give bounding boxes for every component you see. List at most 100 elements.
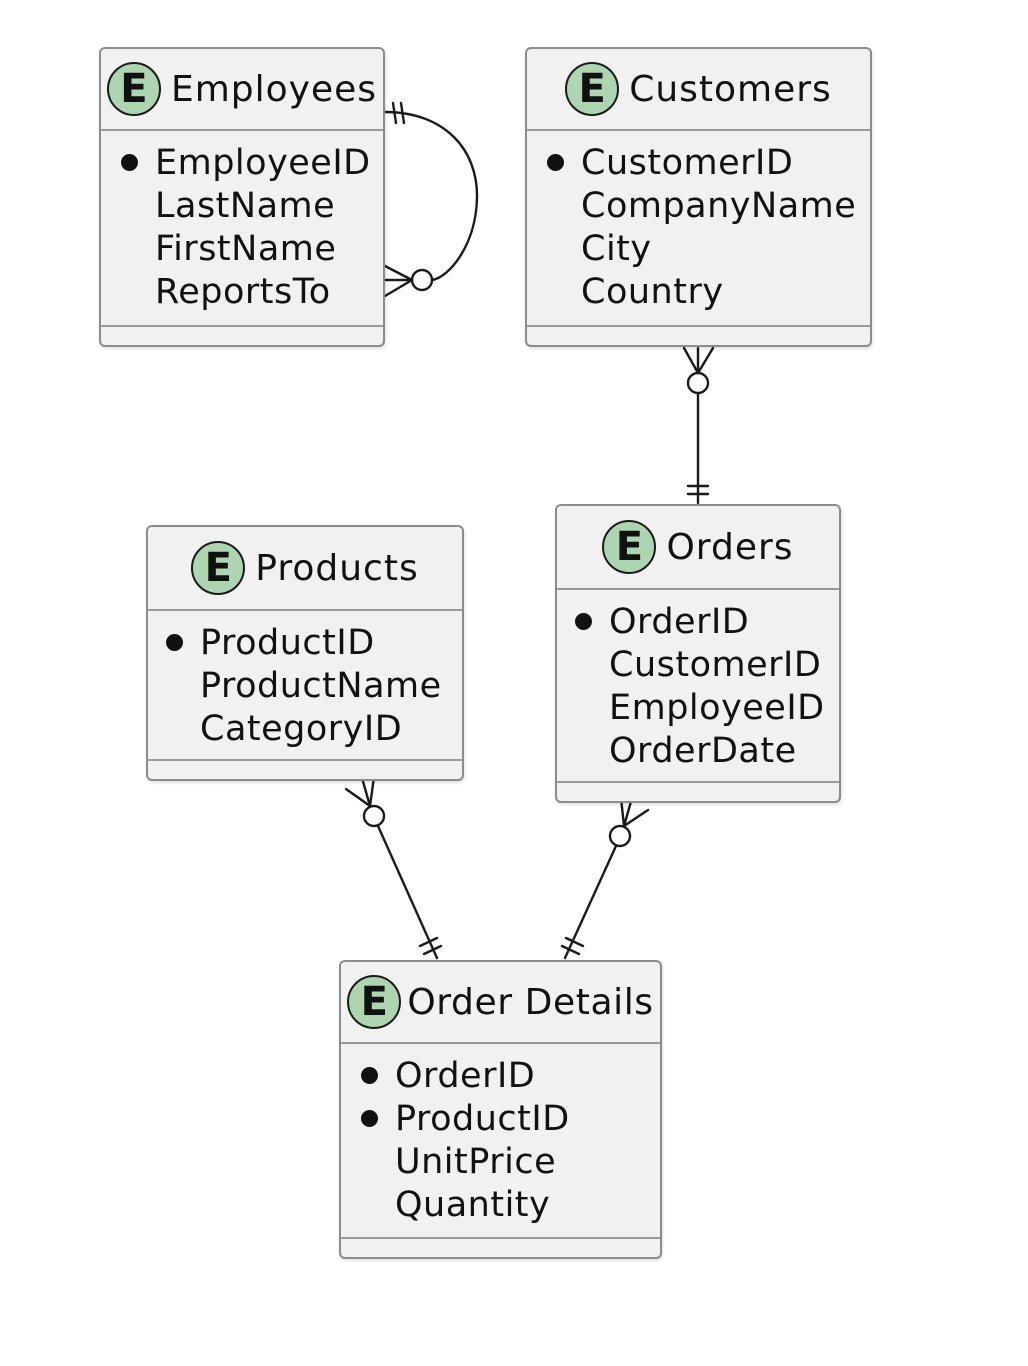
entity-header: E Employees — [101, 49, 383, 131]
entity-footer-divider — [557, 781, 839, 783]
entity-badge-icon: E — [602, 520, 657, 574]
attribute-row: CustomerID — [575, 643, 831, 686]
attribute-row: Quantity — [361, 1183, 652, 1226]
exactly-one-marker — [564, 936, 585, 948]
entity-title: Employees — [170, 68, 378, 110]
attribute-name: ProductID — [395, 1098, 570, 1139]
entity-header: E Products — [148, 527, 462, 611]
relationship-line — [563, 844, 618, 960]
attribute-name: CustomerID — [609, 644, 822, 685]
many-crowfoot-marker — [383, 264, 414, 282]
attribute-name: ProductID — [200, 622, 375, 663]
primary-key-bullet-icon — [361, 1067, 395, 1084]
many-crowfoot-marker — [360, 776, 372, 808]
entity-footer-divider — [527, 325, 870, 327]
attribute-name: OrderID — [395, 1055, 536, 1096]
entity-header: E Customers — [527, 49, 870, 131]
attribute-name: City — [581, 228, 652, 269]
attribute-name: EmployeeID — [609, 687, 825, 728]
entity-footer-divider — [341, 1237, 660, 1239]
exactly-one-marker — [418, 936, 439, 948]
attribute-name: LastName — [155, 185, 336, 226]
entity-badge-icon: E — [347, 975, 402, 1029]
attribute-name: ProductName — [200, 665, 442, 706]
attribute-name: FirstName — [155, 228, 337, 269]
entity-footer-divider — [101, 325, 383, 327]
zero-marker — [686, 371, 710, 395]
entity-footer-divider — [148, 759, 462, 761]
primary-key-bullet-icon — [166, 634, 200, 651]
attribute-name: Quantity — [395, 1184, 551, 1225]
many-crowfoot-marker — [383, 278, 414, 298]
attribute-row: City — [547, 227, 862, 270]
attribute-name: EmployeeID — [155, 142, 371, 183]
primary-key-bullet-icon — [121, 154, 155, 171]
attribute-row: ProductID — [166, 621, 454, 664]
entity-title: Orders — [666, 526, 794, 568]
many-crowfoot-marker — [682, 346, 700, 375]
relationship-line — [383, 110, 479, 282]
many-crowfoot-marker — [696, 346, 715, 375]
attribute-row: FirstName — [121, 227, 375, 270]
many-crowfoot-marker — [622, 808, 650, 828]
entity-header: E Orders — [557, 506, 839, 590]
attribute-row: EmployeeID — [121, 141, 375, 184]
attribute-row: EmployeeID — [575, 686, 831, 729]
relationship-orderdetails-orders — [560, 796, 650, 960]
attribute-name: ReportsTo — [155, 271, 331, 312]
attribute-row: CustomerID — [547, 141, 862, 184]
primary-key-bullet-icon — [575, 613, 609, 630]
relationship-orders-customers — [682, 346, 715, 505]
attribute-row: ProductName — [166, 664, 454, 707]
entity-title: Customers — [629, 68, 832, 110]
attribute-name: CompanyName — [581, 185, 857, 226]
relationship-orderdetails-products — [344, 775, 443, 960]
attribute-name: CategoryID — [200, 708, 403, 749]
exactly-one-marker — [391, 101, 398, 125]
attribute-name: CustomerID — [581, 142, 794, 183]
relationship-line — [376, 824, 439, 960]
zero-marker — [608, 824, 632, 848]
attribute-name: Country — [581, 271, 724, 312]
attribute-name: OrderID — [609, 601, 750, 642]
entity-title: Products — [255, 547, 419, 589]
relationship-employees-reportsto — [383, 101, 479, 298]
attribute-row: ReportsTo — [121, 270, 375, 313]
entity-title: Order Details — [407, 981, 654, 1023]
entity-header: E Order Details — [341, 962, 660, 1044]
entity-badge-icon: E — [106, 62, 161, 116]
exactly-one-marker — [399, 101, 406, 125]
attribute-row: OrderID — [575, 600, 831, 643]
exactly-one-marker — [422, 944, 443, 956]
attribute-row: LastName — [121, 184, 375, 227]
attribute-name: OrderDate — [609, 730, 797, 771]
entity-badge-icon: E — [191, 541, 246, 595]
zero-marker — [410, 268, 434, 292]
attribute-row: CategoryID — [166, 707, 454, 750]
attribute-row: UnitPrice — [361, 1140, 652, 1183]
many-crowfoot-marker — [344, 787, 372, 808]
zero-marker — [362, 804, 386, 828]
attribute-row: Country — [547, 270, 862, 313]
primary-key-bullet-icon — [361, 1110, 395, 1127]
entity-badge-icon: E — [565, 62, 620, 116]
attribute-row: CompanyName — [547, 184, 862, 227]
many-crowfoot-marker — [368, 775, 376, 808]
attribute-name: UnitPrice — [395, 1141, 557, 1182]
exactly-one-marker — [560, 944, 581, 956]
attribute-row: OrderID — [361, 1054, 652, 1097]
primary-key-bullet-icon — [547, 154, 581, 171]
attribute-row: OrderDate — [575, 729, 831, 772]
attribute-row: ProductID — [361, 1097, 652, 1140]
